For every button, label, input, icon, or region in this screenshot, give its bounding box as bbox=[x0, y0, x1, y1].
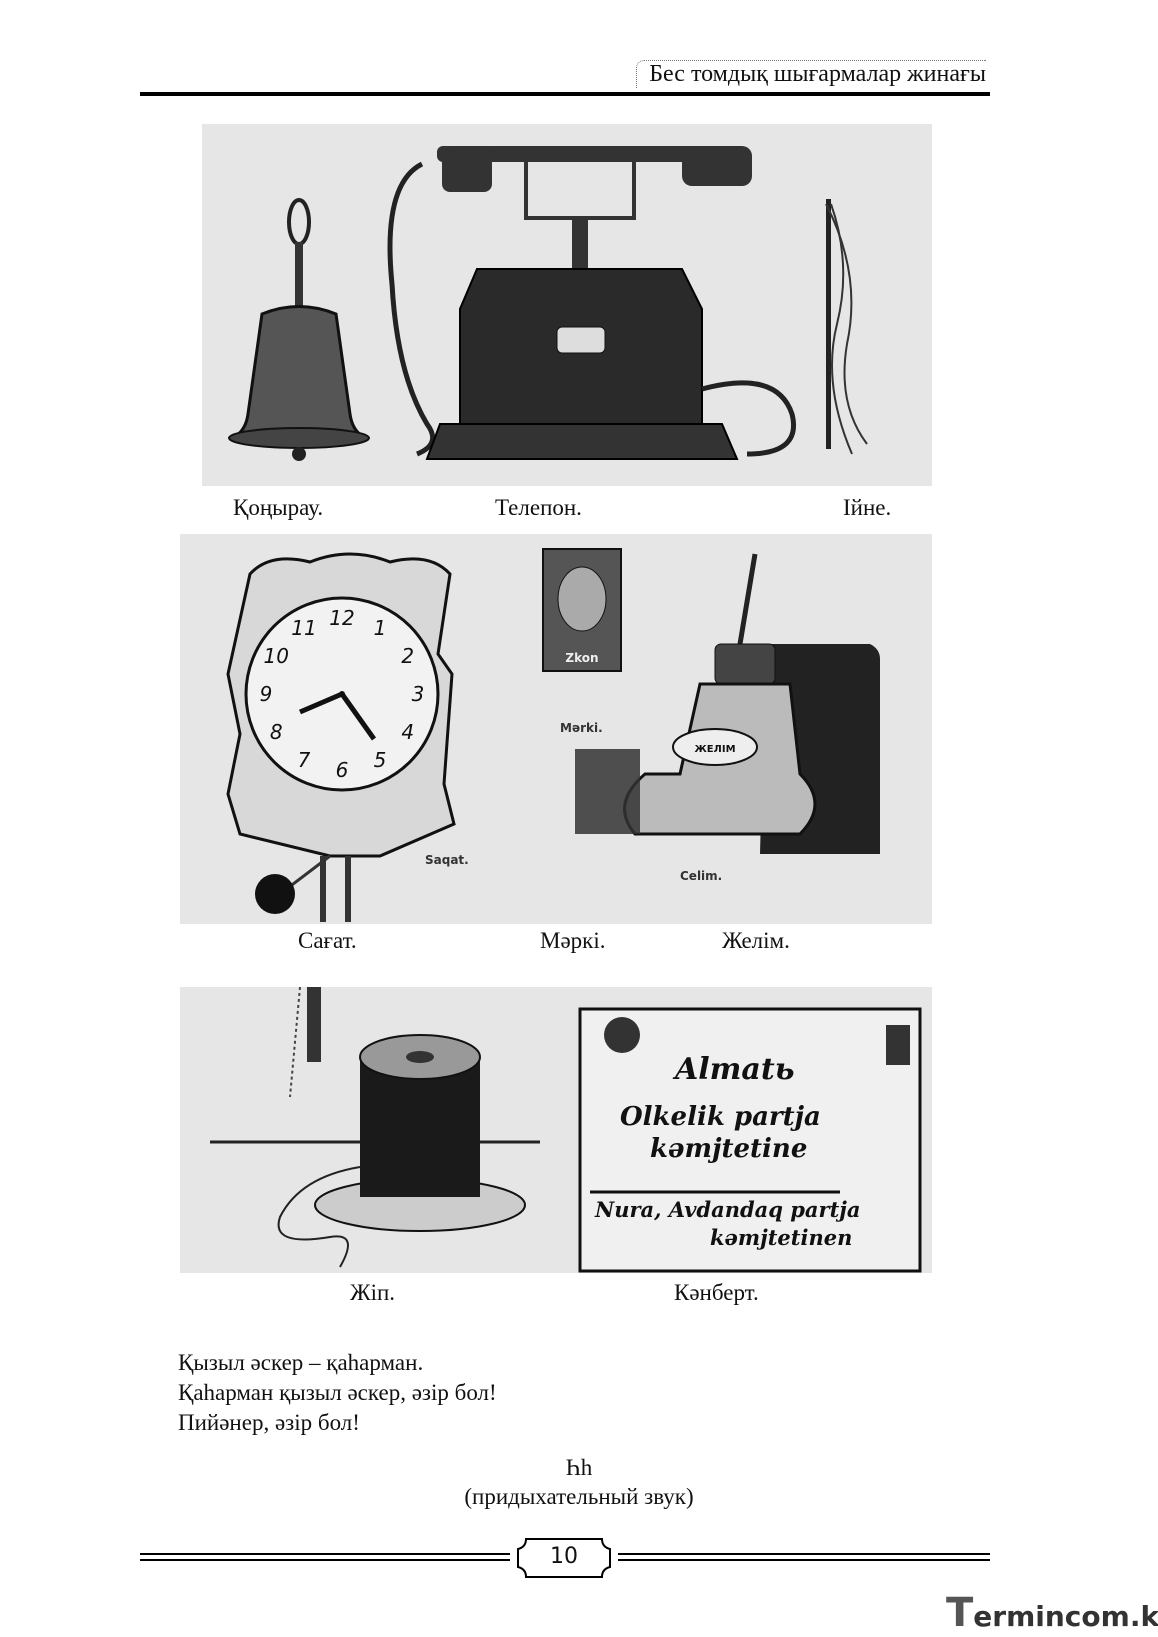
thread-spool-illustration bbox=[210, 987, 540, 1268]
envelope-line-4: Nura, Avdandaq partja bbox=[594, 1197, 861, 1222]
figure-thread-envelope: Almatь Olkelik partja kəmjtetinе Nura, A… bbox=[180, 987, 932, 1273]
envelope-line-5: kəmjtetinen bbox=[710, 1225, 852, 1250]
watermark-logo: Termincom.kz bbox=[946, 1590, 1158, 1636]
glue-inline-label: Celim. bbox=[680, 869, 722, 883]
envelope-line-1: Almatь bbox=[672, 1052, 795, 1087]
header-rule bbox=[140, 92, 990, 96]
clock-numeral: 2 bbox=[401, 644, 414, 668]
clock-numeral: 12 bbox=[329, 606, 354, 630]
envelope-illustration: Almatь Olkelik partja kəmjtetinе Nura, A… bbox=[578, 1007, 922, 1273]
clock-numeral: 8 bbox=[270, 720, 283, 744]
watermark-initial: T bbox=[946, 1590, 974, 1636]
verse-line: Қаһарман қызыл әскер, әзір бол! bbox=[178, 1380, 497, 1405]
glue-bottle-label: ЖЕЛІМ bbox=[694, 744, 735, 755]
caption-needle: Ійне. bbox=[843, 495, 892, 520]
footer-rule-left bbox=[140, 1559, 510, 1561]
letter-heading: Һh bbox=[565, 1455, 593, 1480]
stamp-value-label: Zkon bbox=[565, 651, 598, 665]
caption-clock: Сағат. bbox=[298, 928, 357, 953]
postage-stamp-illustration: Zkon Mərki. bbox=[542, 548, 622, 735]
clock-numeral: 1 bbox=[374, 616, 387, 640]
figure-bell-telephone-needle bbox=[202, 124, 932, 486]
clock-numeral: 11 bbox=[291, 616, 316, 640]
caption-thread: Жіп. bbox=[350, 1280, 396, 1305]
clock-numeral: 3 bbox=[412, 682, 425, 706]
caption-bell: Қоңырау. bbox=[233, 495, 324, 520]
letter-note: (придыхательный звук) bbox=[464, 1484, 694, 1509]
clock-numeral: 5 bbox=[374, 748, 387, 772]
clock-numeral: 9 bbox=[260, 682, 273, 706]
needle-illustration bbox=[825, 199, 868, 455]
verse-line: Пийәнер, әзір бол! bbox=[178, 1410, 360, 1435]
verse-block: Қызыл әскер – қаһарман. Қаһарман қызыл ә… bbox=[178, 1348, 497, 1438]
footer-rule-right bbox=[618, 1553, 990, 1555]
clock-numeral: 6 bbox=[336, 758, 349, 782]
glue-bottle-illustration: ЖЕЛІМ Celim. bbox=[575, 553, 880, 883]
envelope-line-2: Olkelik partja bbox=[620, 1102, 821, 1132]
clock-numeral: 10 bbox=[263, 644, 288, 668]
page-number-frame bbox=[517, 1538, 611, 1578]
book-title: Бес томдық шығармалар жинағы bbox=[636, 60, 986, 88]
footer-rule-right bbox=[618, 1559, 990, 1561]
envelope-line-3: kəmjtetinе bbox=[650, 1134, 807, 1164]
page-footer: 10 bbox=[140, 1537, 990, 1583]
telephone-illustration bbox=[387, 146, 796, 460]
running-header: Бес томдық шығармалар жинағы bbox=[140, 52, 990, 96]
caption-stamp: Мәркі. bbox=[540, 928, 606, 953]
clock-inline-label: Saqat. bbox=[425, 853, 469, 867]
watermark-text: ermincom.kz bbox=[973, 1600, 1158, 1633]
page-number: 10 bbox=[550, 1544, 578, 1569]
stamp-inline-label: Mərki. bbox=[560, 721, 603, 735]
clock-numeral: 4 bbox=[401, 720, 414, 744]
caption-envelope: Кәнберт. bbox=[674, 1280, 759, 1305]
footer-rule-left bbox=[140, 1553, 510, 1555]
clock-numeral: 7 bbox=[298, 748, 311, 772]
verse-line: Қызыл әскер – қаһарман. bbox=[178, 1350, 424, 1375]
bell-illustration bbox=[228, 198, 370, 461]
caption-glue: Желім. bbox=[722, 928, 790, 953]
caption-telephone: Телепон. bbox=[495, 495, 582, 520]
